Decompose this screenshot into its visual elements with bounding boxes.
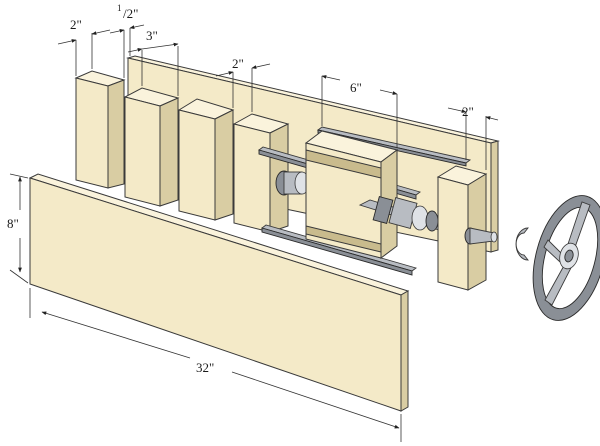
dim-label-vise: 6"	[350, 80, 362, 95]
dim-label-gap-frac: /2"	[123, 6, 138, 21]
end-block	[436, 165, 498, 291]
dim-end-block: 2"	[447, 104, 499, 170]
spacer-block-3	[177, 98, 235, 221]
spacer-block-1	[74, 70, 126, 189]
dim-block4: 2"	[215, 56, 271, 112]
screw-nut-left	[275, 170, 310, 196]
dim-label-block4: 2"	[232, 56, 244, 71]
dim-label-height: 8"	[7, 216, 19, 231]
dim-label-end-block: 2"	[462, 104, 474, 119]
retaining-clip	[515, 227, 529, 261]
dim-vise: 6"	[321, 75, 398, 148]
dim-label-length: 32"	[196, 360, 214, 375]
dim-label-block2: 3"	[146, 28, 158, 43]
front-board	[28, 173, 410, 412]
dim-block2: 3"	[127, 28, 179, 96]
dim-label-block1: 2"	[70, 17, 82, 32]
lower-guide-rod	[261, 224, 417, 276]
dim-length: 32"	[29, 288, 402, 442]
spacer-block-2	[123, 87, 180, 207]
dim-gap: 1 /2"	[109, 3, 145, 78]
vise-jaw	[304, 130, 399, 259]
dim-block1: 2"	[57, 17, 111, 76]
handwheel	[532, 195, 600, 321]
dim-label-gap-num: 1	[117, 3, 122, 13]
dim-height: 8"	[7, 173, 29, 284]
